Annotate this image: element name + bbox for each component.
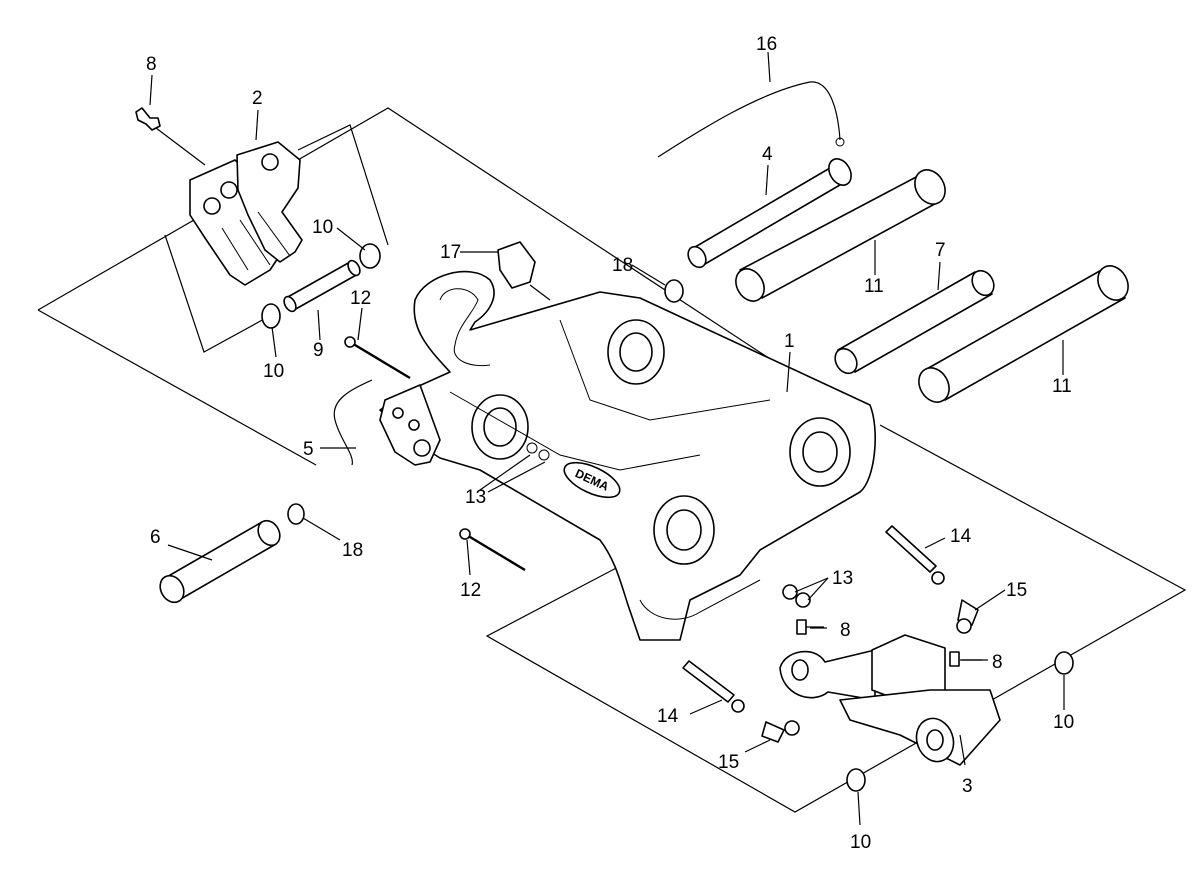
- part-13-nuts: [782, 584, 811, 608]
- callout-13-right: 13: [832, 568, 853, 589]
- callout-14-upper: 14: [950, 526, 972, 547]
- leader-lines: [149, 51, 1065, 826]
- part-18-snap-ring-left: [287, 503, 305, 525]
- callout-8-mid: 8: [840, 620, 851, 641]
- callout-7: 7: [935, 240, 946, 261]
- part-14-hose-lower: [682, 660, 745, 713]
- callout-9: 9: [313, 340, 324, 361]
- callout-12-lower: 12: [460, 580, 481, 601]
- part-9-small-pin: [283, 259, 361, 313]
- part-2-hook-plates: [189, 141, 303, 286]
- part-6-pin-left: [159, 519, 281, 604]
- part-15-elbow-upper: [956, 599, 979, 634]
- part-11-large-pin-lower: [918, 265, 1129, 403]
- callout-18-upper: 18: [612, 255, 633, 276]
- part-18-snap-ring-upper: [664, 279, 684, 303]
- part-1-main-frame: DEMA: [379, 270, 876, 641]
- assembly-outline: [37, 107, 1187, 813]
- hook-subassembly-outline: [164, 124, 389, 353]
- callout-11-upper: 11: [864, 276, 884, 297]
- part-12-bolt-lower: [459, 528, 526, 572]
- callout-14-lower: 14: [657, 706, 679, 727]
- callout-15-lower: 15: [718, 752, 739, 773]
- part-12-bolt-upper: [344, 336, 411, 380]
- callout-3: 3: [962, 776, 973, 797]
- callout-11-lower: 11: [1052, 376, 1072, 397]
- callout-1: 1: [784, 331, 795, 352]
- part-3-hydraulic-cylinder: [779, 634, 1001, 766]
- part-4-locking-pin: [687, 158, 852, 269]
- part-10-snap-rings-lower: [846, 651, 1074, 792]
- part-15-elbow-lower: [761, 720, 800, 743]
- part-8-grease-nipple-top: [135, 107, 206, 166]
- callout-4: 4: [762, 144, 773, 165]
- callout-17: 17: [440, 242, 461, 263]
- part-8-grease-nipple-lower-a: [796, 619, 824, 635]
- callout-6: 6: [150, 527, 161, 548]
- callout-16: 16: [756, 34, 777, 55]
- part-8-grease-nipple-lower-b: [949, 651, 982, 667]
- callout-18-lower: 18: [342, 540, 363, 561]
- part-5-latch-plate: [333, 379, 441, 466]
- callout-10-left: 10: [263, 361, 284, 382]
- callout-10-bottom: 10: [850, 832, 871, 853]
- part-16-lanyard-wire: [657, 81, 845, 158]
- callout-15-upper: 15: [1006, 580, 1027, 601]
- callout-8-top: 8: [146, 54, 157, 75]
- callout-10-right: 10: [1053, 712, 1074, 733]
- callout-13-left: 13: [465, 487, 486, 508]
- callout-12-upper: 12: [350, 288, 371, 309]
- callout-8-right: 8: [992, 652, 1003, 673]
- part-17-lock-bracket: [497, 241, 551, 301]
- part-7-medium-pin: [834, 269, 995, 375]
- callout-2: 2: [252, 88, 263, 109]
- part-11-large-pin-upper: [735, 169, 946, 302]
- part-14-hose-upper: [885, 525, 945, 585]
- callout-labels: 1 2 3 4 5 6 7 8 8 8 9 10 10 10 10 11 11 …: [146, 34, 1074, 853]
- callout-10-upper: 10: [312, 217, 333, 238]
- callout-5: 5: [303, 439, 314, 460]
